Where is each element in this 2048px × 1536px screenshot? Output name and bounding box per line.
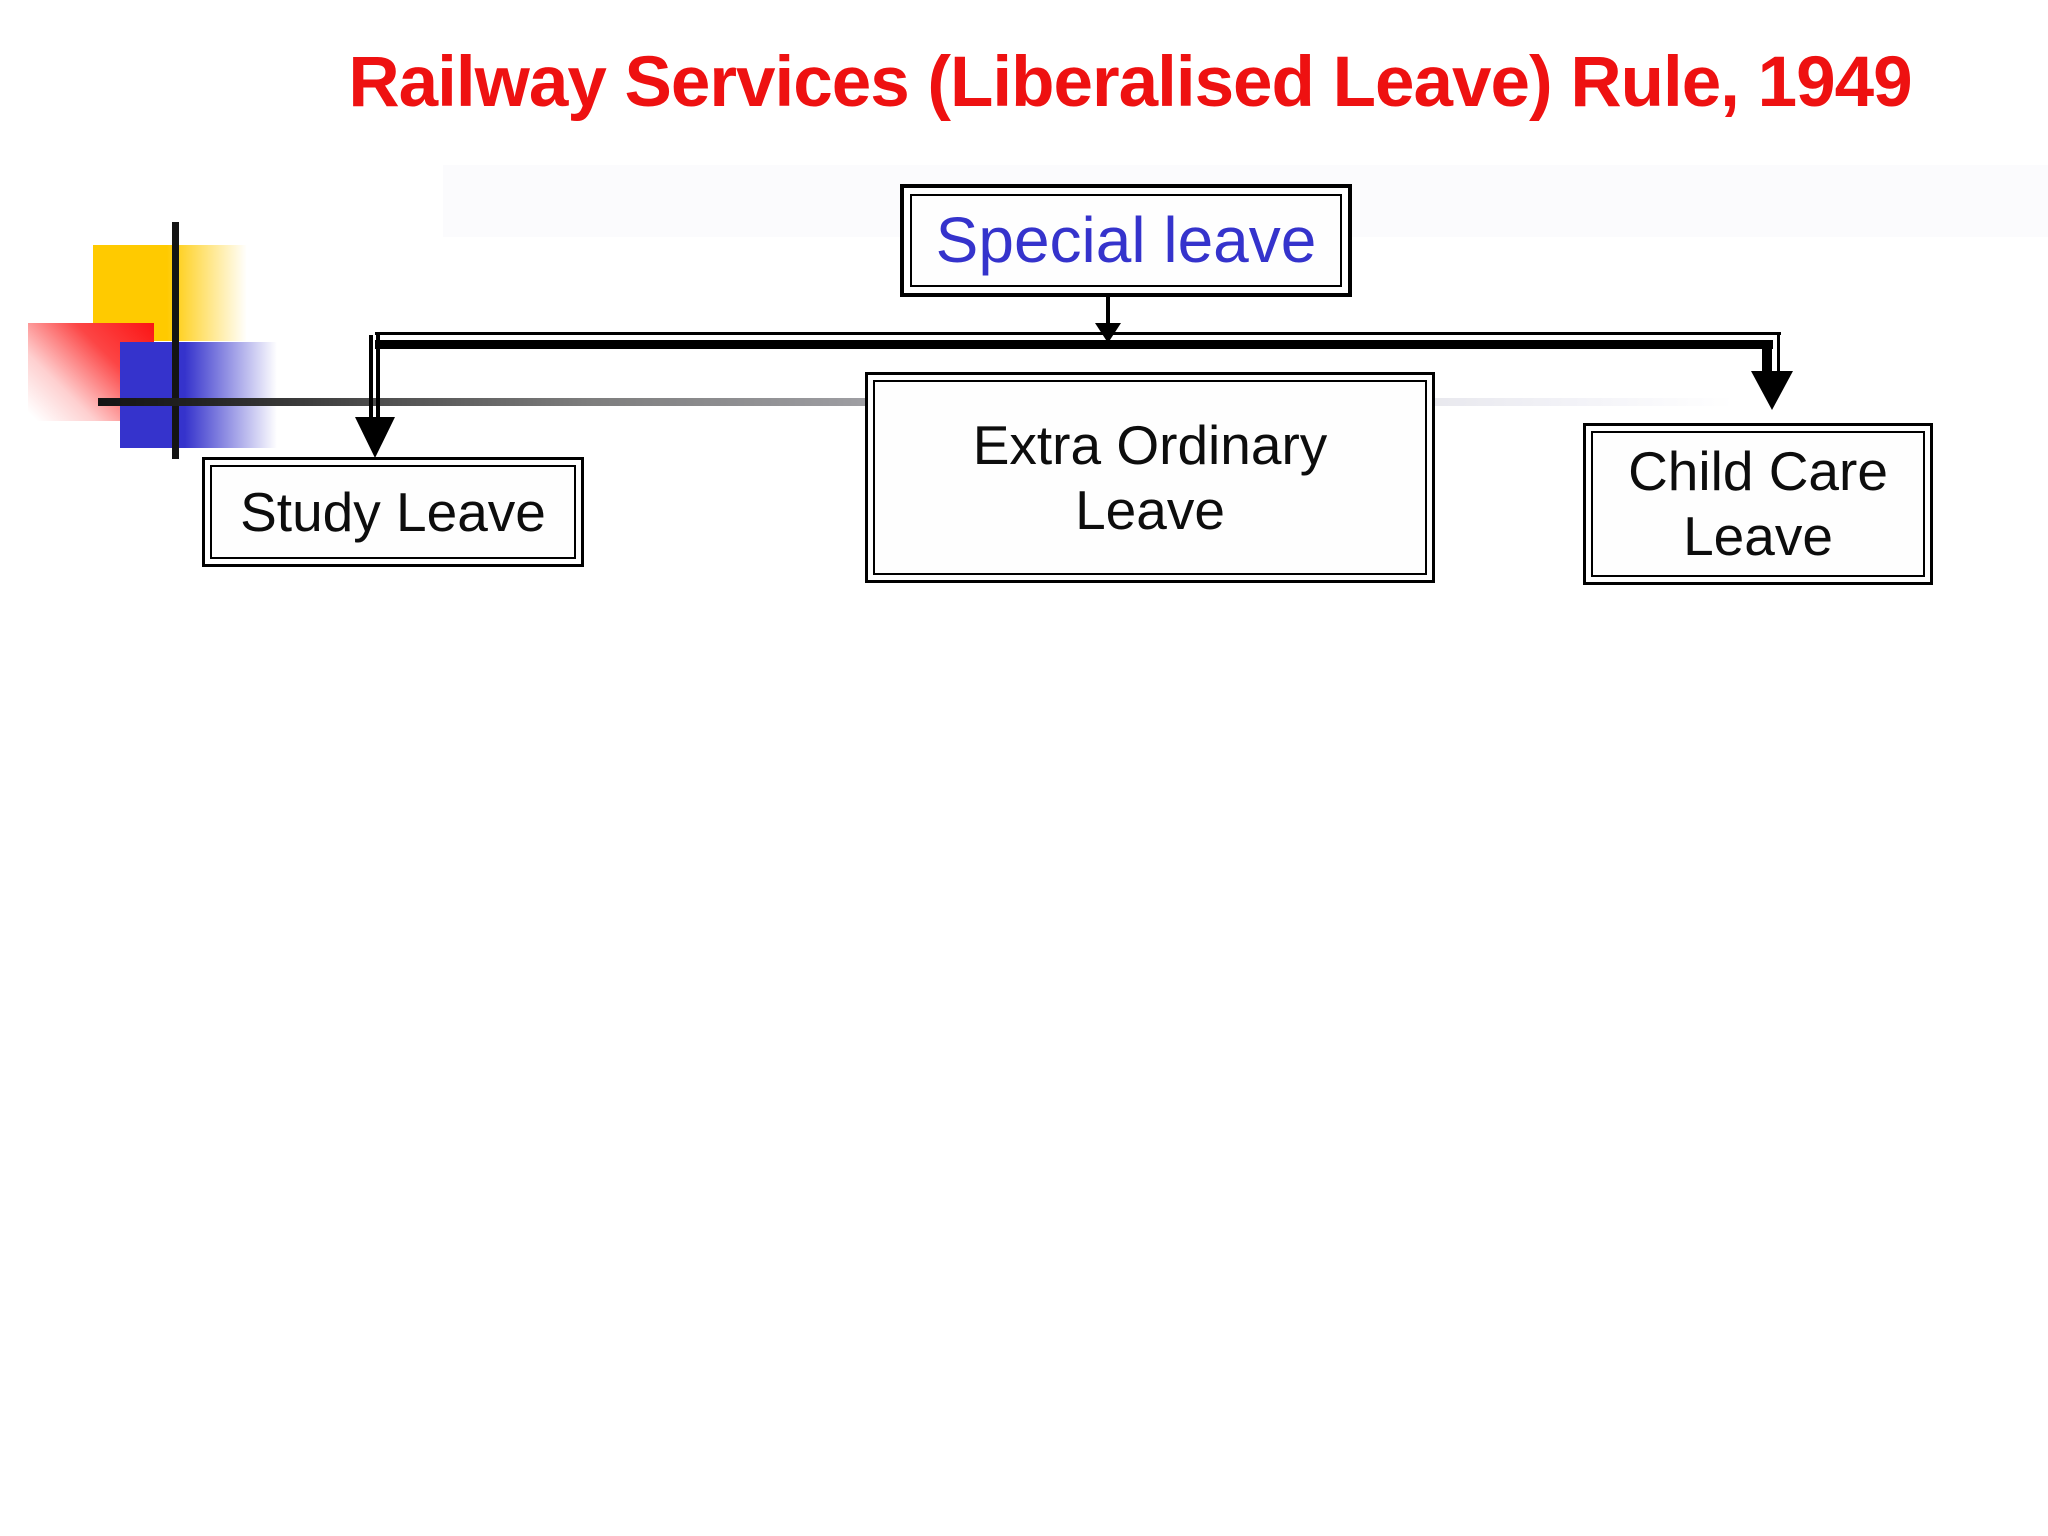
- connector-root-drop-line: [1106, 297, 1110, 326]
- study-leave-box: Study Leave: [202, 457, 584, 567]
- connector-left-drop-line-inner: [376, 335, 380, 419]
- connector-left-drop-line-outer: [369, 335, 373, 419]
- logo-vertical-line: [172, 222, 179, 459]
- slide-title: Railway Services (Liberalised Leave) Rul…: [348, 43, 1912, 122]
- child-care-leave-label: Child Care Leave: [1591, 431, 1925, 577]
- logo-blue-square: [120, 342, 282, 448]
- study-leave-label: Study Leave: [210, 465, 576, 559]
- child-care-leave-box: Child Care Leave: [1583, 423, 1933, 585]
- connector-trunk-thick-line: [375, 340, 1773, 349]
- special-leave-label: Special leave: [910, 194, 1342, 287]
- connector-trunk-thin-line: [375, 332, 1781, 335]
- arrowhead-down-icon: [1751, 371, 1793, 410]
- connector-right-drop-line-thick: [1762, 340, 1772, 373]
- extra-ordinary-leave-box: Extra Ordinary Leave: [865, 372, 1435, 583]
- arrowhead-down-icon: [355, 417, 395, 458]
- special-leave-box: Special leave: [900, 184, 1352, 297]
- arrowhead-down-icon: [1095, 323, 1121, 343]
- extra-ordinary-leave-label: Extra Ordinary Leave: [873, 380, 1427, 575]
- connector-right-drop-line-thin: [1777, 332, 1780, 373]
